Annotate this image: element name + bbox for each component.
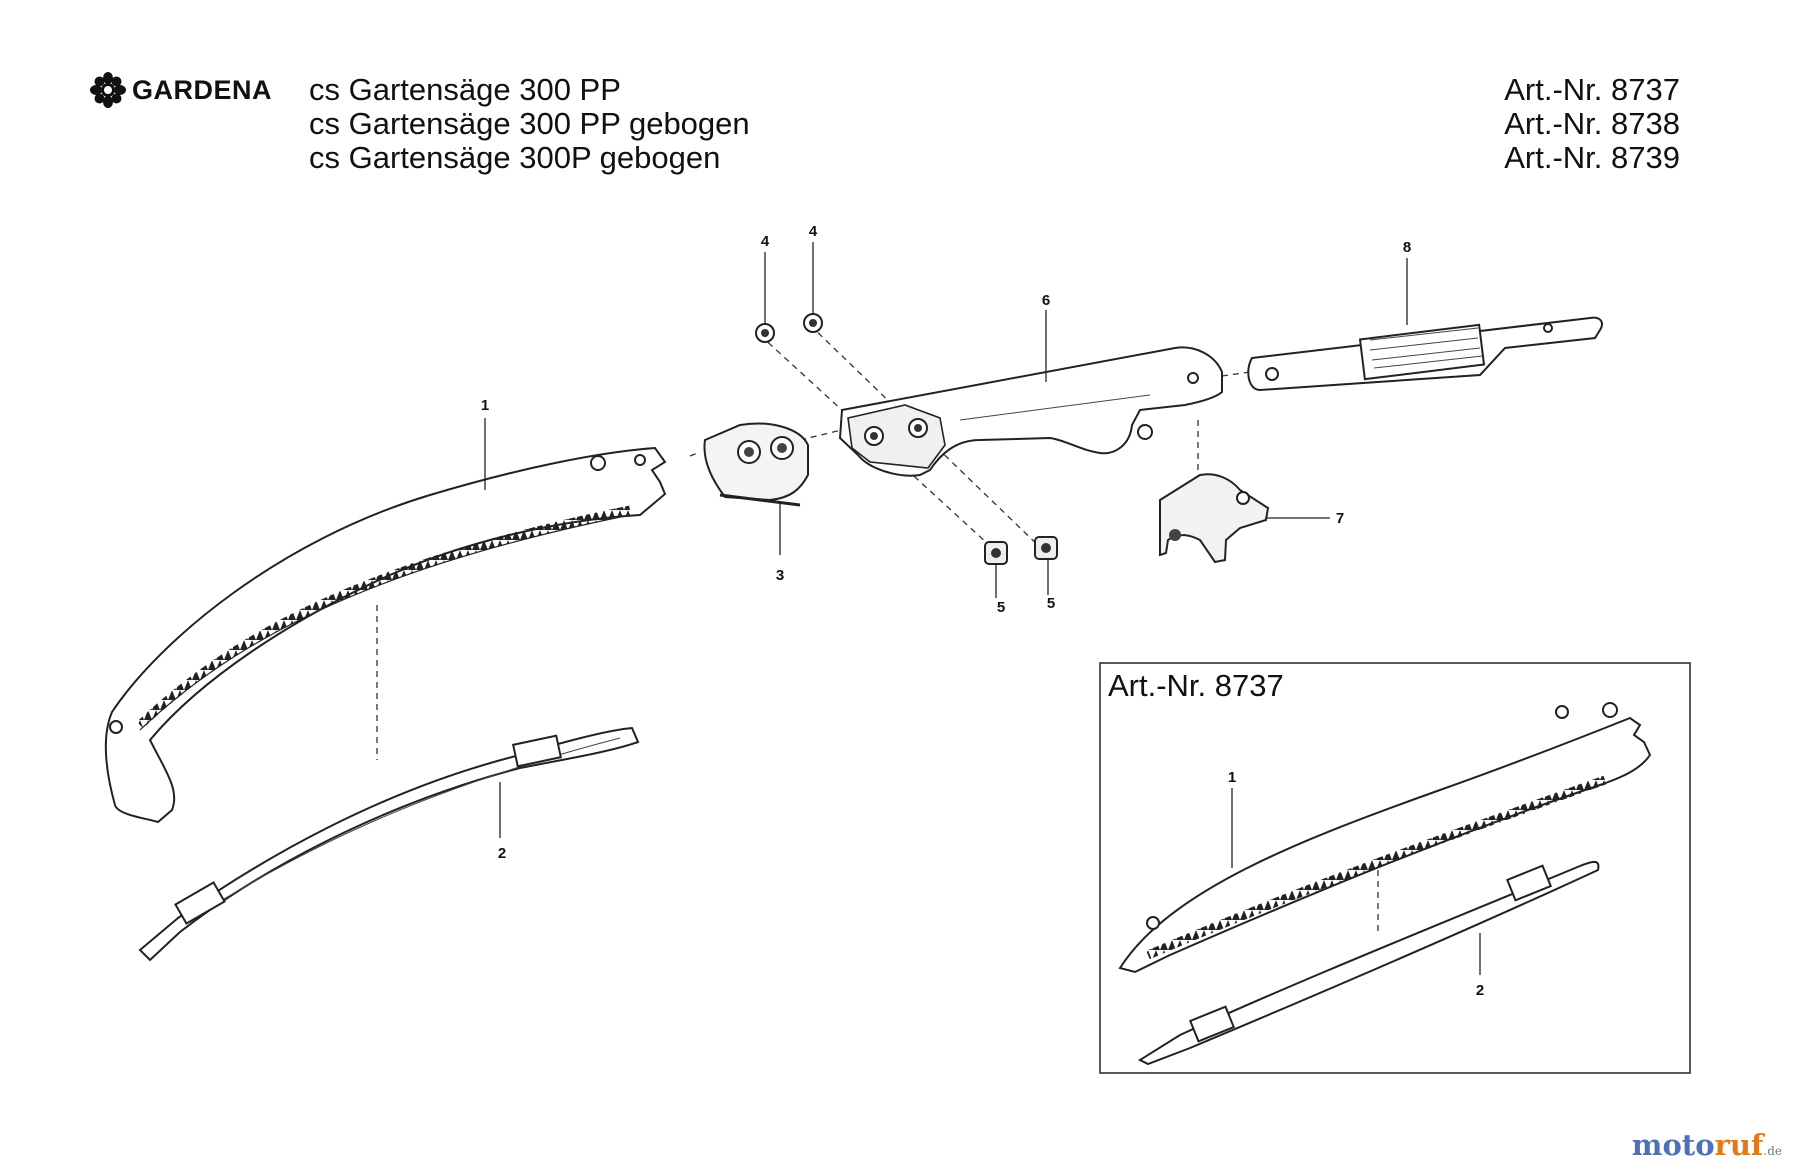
label-part-5-right: 5: [1047, 595, 1055, 612]
gardena-brand: GARDENA: [90, 72, 272, 108]
label-part-1: 1: [481, 397, 489, 414]
label-part-4-left: 4: [761, 233, 770, 250]
watermark-motoruf: motoruf.de: [1631, 1128, 1782, 1162]
inset-straight-saw-panel: [1099, 662, 1691, 1074]
art-number-2: Art.-Nr. 8738: [1504, 106, 1680, 141]
art-number-3: Art.-Nr. 8739: [1504, 140, 1680, 175]
label-part-6: 6: [1042, 292, 1050, 309]
product-title-3: cs Gartensäge 300P gebogen: [309, 140, 721, 175]
part-4-washer-left: [755, 323, 775, 343]
brand-name: GARDENA: [132, 74, 273, 105]
gardena-flower-logo-icon: [90, 72, 126, 108]
label-part-5-left: 5: [997, 599, 1005, 616]
part-1-curved-saw-blade: [104, 446, 667, 824]
inset-label-part-1: 1: [1228, 769, 1236, 786]
part-5-nut-right: [1034, 536, 1058, 560]
inset-title: Art.-Nr. 8737: [1108, 668, 1284, 703]
label-part-3: 3: [776, 567, 784, 584]
part-4-washer-right: [803, 313, 823, 333]
part-2-curved-sheath: [138, 726, 640, 962]
label-part-7: 7: [1336, 510, 1344, 527]
product-title-2: cs Gartensäge 300 PP gebogen: [309, 106, 750, 141]
part-6-saw-head: [838, 346, 1223, 477]
product-title-1: cs Gartensäge 300 PP: [309, 72, 621, 107]
part-3-blade-holder: [703, 422, 809, 507]
label-part-8: 8: [1403, 239, 1411, 256]
part-7-locking-lever: [1159, 473, 1270, 564]
part-5-nut-left: [984, 541, 1008, 565]
label-part-4-right: 4: [809, 223, 818, 240]
inset-label-part-2: 2: [1476, 982, 1484, 999]
label-part-2: 2: [498, 845, 506, 862]
art-number-1: Art.-Nr. 8737: [1504, 72, 1680, 107]
part-8-pole-connector: [1247, 316, 1603, 392]
